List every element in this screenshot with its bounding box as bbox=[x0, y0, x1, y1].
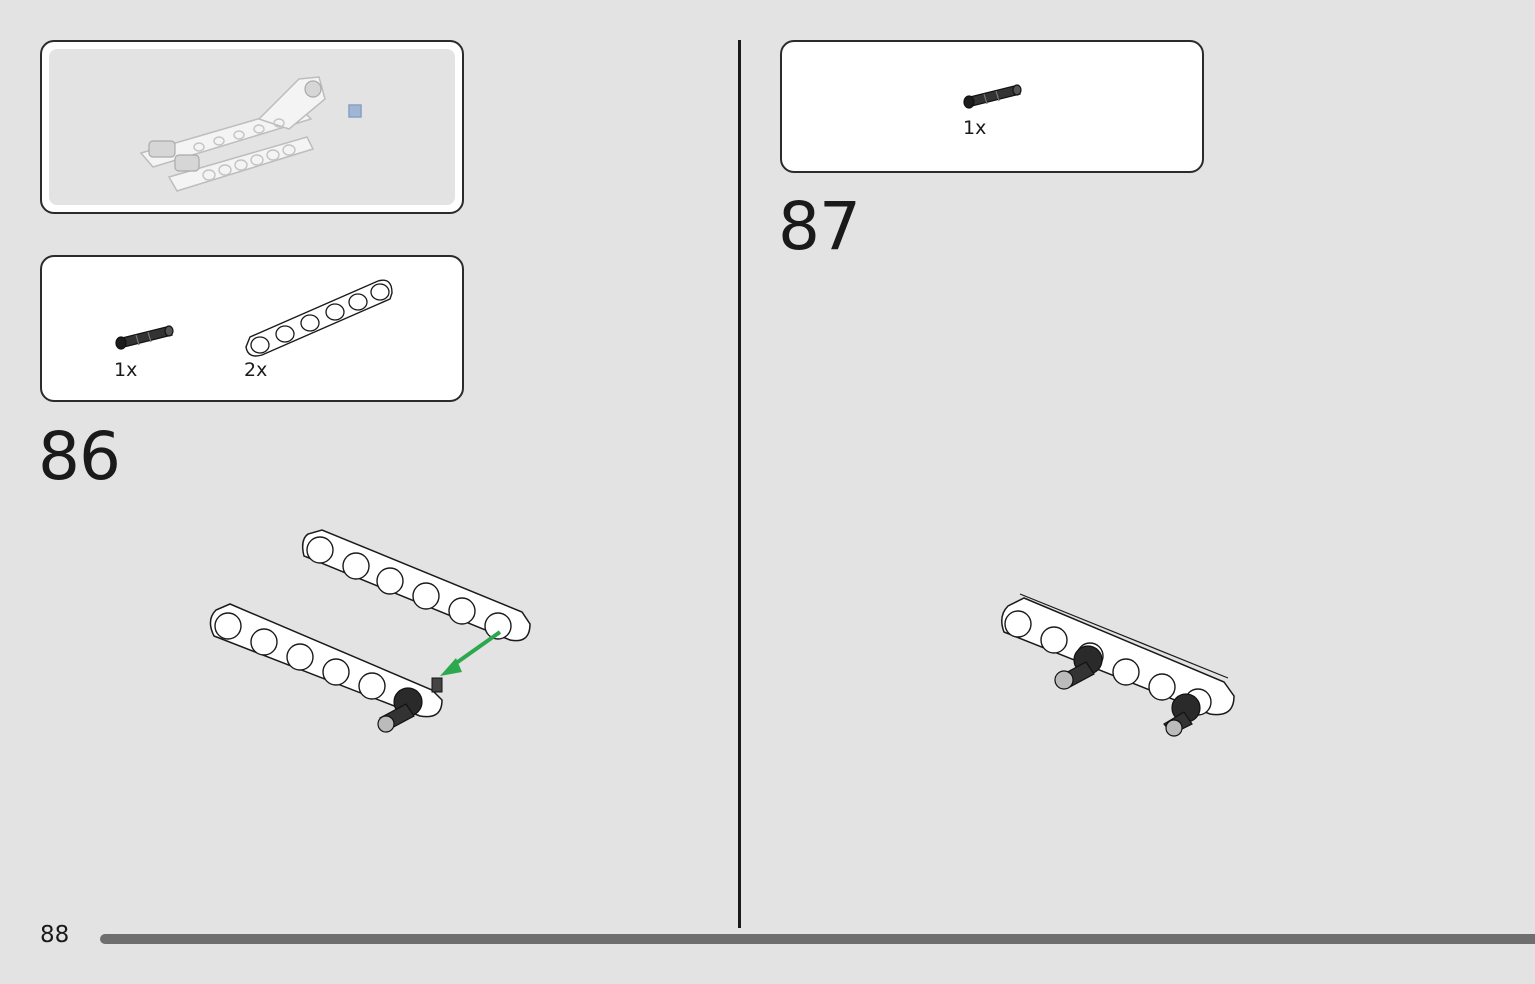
progress-bar bbox=[100, 934, 1535, 944]
step-number: 86 bbox=[38, 418, 121, 495]
reference-assembly-panel bbox=[40, 40, 464, 214]
step-number: 87 bbox=[778, 188, 861, 265]
part-qty: 1x bbox=[963, 117, 987, 139]
reference-assembly-background bbox=[49, 49, 455, 205]
step-86-assembly-illustration bbox=[209, 529, 531, 733]
page-divider bbox=[738, 40, 741, 928]
black-pin-icon bbox=[963, 84, 1022, 109]
step-87-assembly-illustration bbox=[1001, 593, 1235, 737]
partial-assembly-illustration bbox=[139, 76, 362, 192]
white-beam-6-icon bbox=[245, 279, 393, 357]
part-qty: 1x bbox=[114, 359, 138, 381]
page-number: 88 bbox=[40, 922, 70, 948]
step-86-parts-list: 1x 2x bbox=[40, 255, 464, 402]
part-qty: 2x bbox=[244, 359, 268, 381]
black-pin-icon bbox=[115, 325, 174, 350]
step-87-parts-list: 1x bbox=[780, 40, 1204, 173]
